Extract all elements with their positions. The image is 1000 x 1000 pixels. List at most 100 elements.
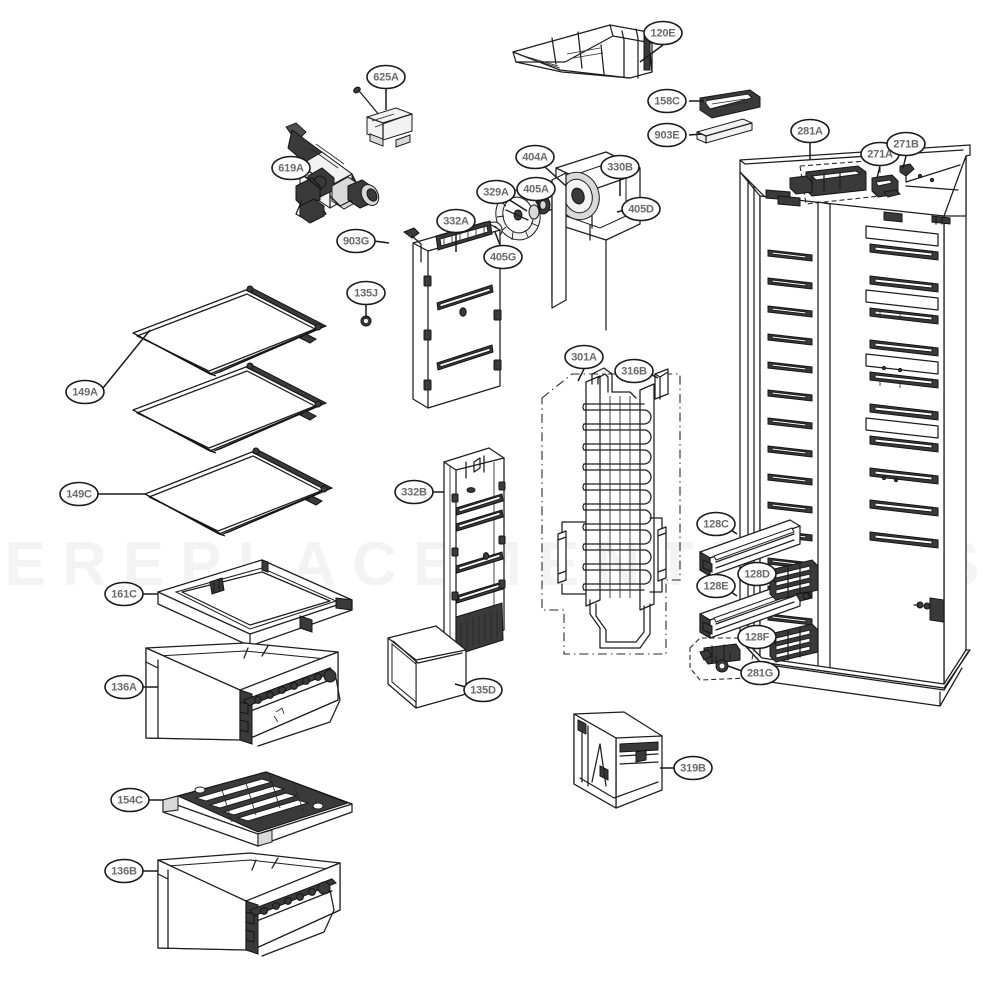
callout-label: 330B bbox=[607, 162, 633, 174]
callout-leader-line bbox=[639, 44, 664, 63]
callout-bubble[interactable] bbox=[104, 858, 144, 884]
callout-bubble[interactable] bbox=[516, 176, 556, 202]
part-128C bbox=[699, 519, 801, 577]
callout-281A[interactable]: 281A bbox=[790, 118, 830, 144]
callout-bubble[interactable] bbox=[104, 581, 144, 607]
callout-405A[interactable]: 405A bbox=[516, 176, 556, 202]
callout-bubble[interactable] bbox=[476, 179, 516, 205]
callout-120E[interactable]: 120E bbox=[643, 20, 683, 46]
cabinet-body bbox=[739, 144, 971, 707]
callout-bubble[interactable] bbox=[886, 131, 926, 157]
part-154C bbox=[162, 771, 353, 847]
callout-128D[interactable]: 128D bbox=[737, 561, 777, 587]
callout-330B[interactable]: 330B bbox=[600, 154, 640, 180]
callout-bubble[interactable] bbox=[104, 674, 144, 700]
callout-label: 316B bbox=[621, 366, 647, 378]
callout-bubble[interactable] bbox=[696, 511, 736, 537]
part-149A-upper-shelf bbox=[132, 285, 328, 377]
part-149A-middle-shelf bbox=[132, 362, 328, 454]
callout-leader-line bbox=[537, 200, 541, 213]
callout-bubble[interactable] bbox=[336, 228, 376, 254]
callout-label: 404A bbox=[522, 152, 548, 164]
callout-135J[interactable]: 135J bbox=[346, 280, 386, 306]
callout-label: 619A bbox=[278, 163, 304, 175]
callout-bubble[interactable] bbox=[346, 280, 386, 306]
callout-leader-line bbox=[544, 166, 567, 187]
callout-301A[interactable]: 301A bbox=[564, 344, 604, 370]
callout-405D[interactable]: 405D bbox=[621, 196, 661, 222]
callout-bubble[interactable] bbox=[271, 155, 311, 181]
callout-label: 128C bbox=[703, 519, 729, 531]
callout-leader-line bbox=[373, 240, 390, 244]
callout-bubble[interactable] bbox=[737, 561, 777, 587]
callout-label: 135J bbox=[354, 288, 378, 300]
callout-332A[interactable]: 332A bbox=[436, 208, 476, 234]
callout-bubble[interactable] bbox=[65, 379, 105, 405]
part-619A bbox=[285, 122, 380, 224]
callout-149A[interactable]: 149A bbox=[65, 379, 105, 405]
callout-bubble[interactable] bbox=[600, 154, 640, 180]
callout-bubble[interactable] bbox=[483, 244, 523, 270]
callout-label: 903E bbox=[655, 130, 680, 142]
part-128D bbox=[769, 559, 819, 602]
callout-bubble[interactable] bbox=[621, 196, 661, 222]
part-136A bbox=[145, 642, 341, 747]
callout-619A[interactable]: 619A bbox=[271, 155, 311, 181]
callout-label: 271A bbox=[867, 149, 893, 161]
part-316B bbox=[654, 368, 669, 400]
callout-leader-line bbox=[902, 155, 907, 169]
callout-bubble[interactable] bbox=[394, 479, 434, 505]
callout-bubble[interactable] bbox=[515, 144, 555, 170]
callout-bubble[interactable] bbox=[59, 481, 99, 507]
callout-128C[interactable]: 128C bbox=[696, 511, 736, 537]
callout-label: 903G bbox=[343, 236, 369, 248]
callout-bubble[interactable] bbox=[740, 660, 780, 686]
callout-leader-line bbox=[688, 133, 703, 136]
callout-135D[interactable]: 135D bbox=[463, 677, 503, 703]
callout-319B[interactable]: 319B bbox=[673, 755, 713, 781]
callout-404A[interactable]: 404A bbox=[515, 144, 555, 170]
callout-label: 120E bbox=[651, 28, 676, 40]
callout-label: 136B bbox=[111, 866, 137, 878]
part-135D bbox=[387, 625, 467, 709]
callout-158C[interactable]: 158C bbox=[647, 88, 687, 114]
callout-bubble[interactable] bbox=[643, 20, 683, 46]
callout-316B[interactable]: 316B bbox=[614, 358, 654, 384]
callout-625A[interactable]: 625A bbox=[366, 64, 406, 90]
callout-bubble[interactable] bbox=[790, 118, 830, 144]
callout-bubble[interactable] bbox=[696, 573, 736, 599]
callout-label: 301A bbox=[571, 352, 597, 364]
callout-leader-line bbox=[302, 174, 323, 191]
callout-128F[interactable]: 128F bbox=[737, 624, 777, 650]
callout-bubble[interactable] bbox=[647, 88, 687, 114]
callout-label: 154C bbox=[117, 795, 143, 807]
callout-label: 405G bbox=[490, 252, 516, 264]
callout-bubble[interactable] bbox=[737, 624, 777, 650]
callout-154C[interactable]: 154C bbox=[110, 787, 150, 813]
callout-903G[interactable]: 903G bbox=[336, 228, 376, 254]
callout-leader-line bbox=[494, 231, 501, 246]
callout-label: 158C bbox=[654, 96, 680, 108]
callout-136B[interactable]: 136B bbox=[104, 858, 144, 884]
callout-281G[interactable]: 281G bbox=[740, 660, 780, 686]
callout-bubble[interactable] bbox=[564, 344, 604, 370]
callout-332B[interactable]: 332B bbox=[394, 479, 434, 505]
callout-136A[interactable]: 136A bbox=[104, 674, 144, 700]
callout-bubble[interactable] bbox=[647, 122, 687, 148]
callout-label: 128E bbox=[704, 581, 729, 593]
callout-bubble[interactable] bbox=[673, 755, 713, 781]
part-301A bbox=[541, 367, 681, 655]
callout-128E[interactable]: 128E bbox=[696, 573, 736, 599]
callout-bubble[interactable] bbox=[110, 787, 150, 813]
callout-bubble[interactable] bbox=[436, 208, 476, 234]
callout-161C[interactable]: 161C bbox=[104, 581, 144, 607]
callout-329A[interactable]: 329A bbox=[476, 179, 516, 205]
callout-903E[interactable]: 903E bbox=[647, 122, 687, 148]
callout-bubble[interactable] bbox=[366, 64, 406, 90]
callout-271B[interactable]: 271B bbox=[886, 131, 926, 157]
callout-405G[interactable]: 405G bbox=[483, 244, 523, 270]
callout-149C[interactable]: 149C bbox=[59, 481, 99, 507]
callout-bubble[interactable] bbox=[463, 677, 503, 703]
callout-bubble[interactable] bbox=[614, 358, 654, 384]
